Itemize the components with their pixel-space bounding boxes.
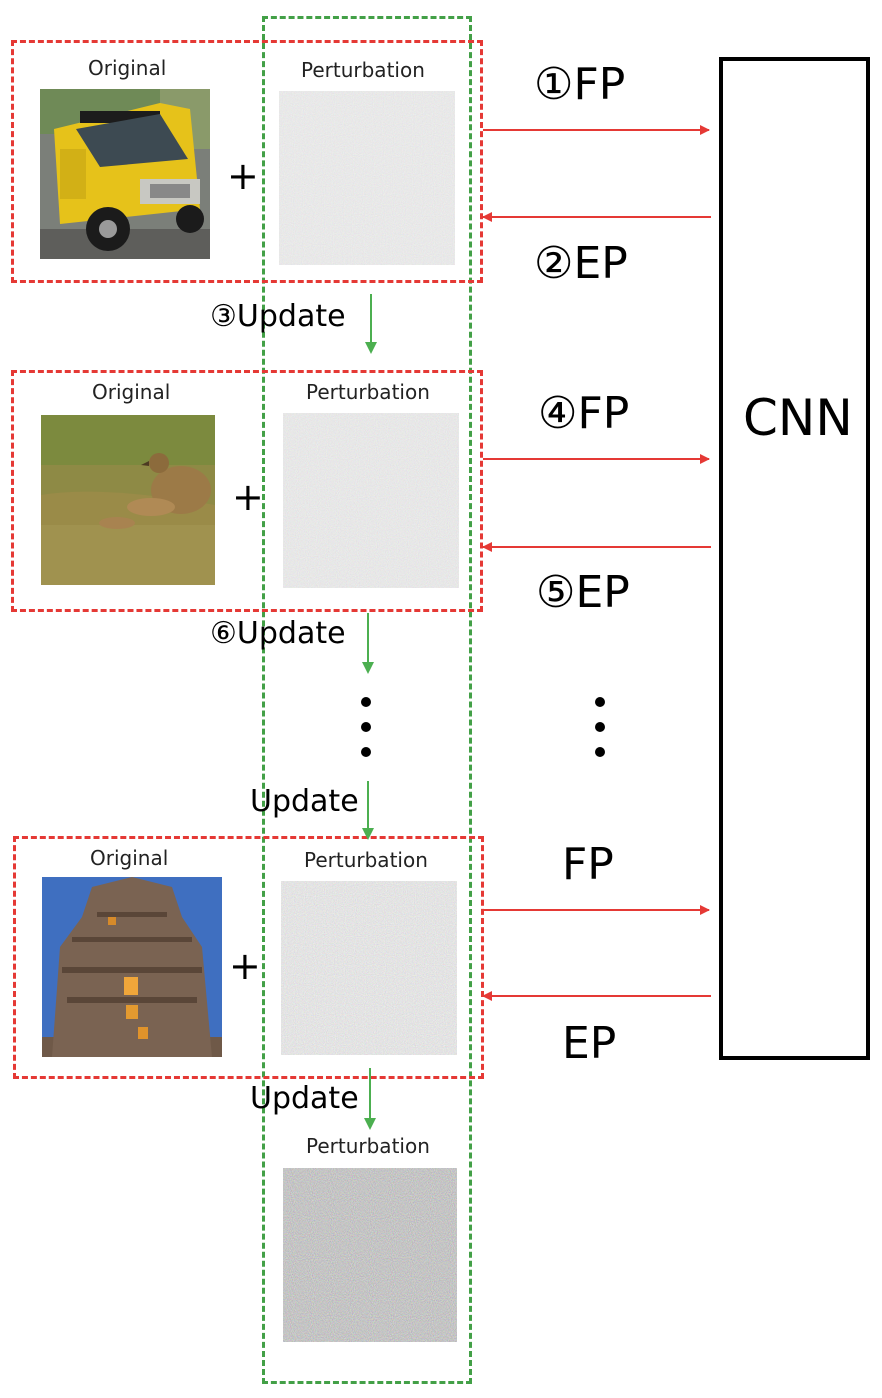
ellipsis-dot-left-2 <box>361 722 371 732</box>
error-propagation-3-label: EP <box>562 1018 617 1069</box>
final-perturbation-label: Perturbation <box>306 1134 430 1158</box>
row-1-frame <box>11 40 483 283</box>
ellipsis-dot-left-1 <box>361 697 371 707</box>
ellipsis-dot-right-1 <box>595 697 605 707</box>
row-1-original-label: Original <box>88 56 167 80</box>
ellipsis-dot-left-3 <box>361 747 371 757</box>
temple-tower-image <box>42 877 222 1057</box>
row-3-plus-sign: + <box>229 944 261 988</box>
row-1-perturbation-image <box>279 91 455 265</box>
row-1-plus-sign: + <box>227 154 259 198</box>
row-2-perturbation-label: Perturbation <box>306 380 430 404</box>
final-perturbation-image <box>283 1168 457 1342</box>
school-bus-image <box>40 89 210 259</box>
update-2-label: ⑥Update <box>210 616 346 651</box>
update-1-label: ③Update <box>210 299 346 334</box>
row-3-perturbation-label: Perturbation <box>304 848 428 872</box>
ellipsis-dot-right-2 <box>595 722 605 732</box>
cnn-box <box>719 57 870 1060</box>
row-2-plus-sign: + <box>232 475 264 519</box>
forward-pass-3-label: FP <box>562 839 614 890</box>
row-2-frame <box>11 370 483 612</box>
row-2-original-label: Original <box>92 380 171 404</box>
bird-on-grass-image <box>41 415 215 585</box>
row-1-perturbation-label: Perturbation <box>301 58 425 82</box>
forward-pass-1-label: ①FP <box>534 59 626 110</box>
update-middle-label: Update <box>250 784 359 819</box>
error-propagation-1-label: ②EP <box>534 238 628 289</box>
ellipsis-dot-right-3 <box>595 747 605 757</box>
update-3-label: Update <box>250 1081 359 1116</box>
update-1-number: ③ <box>210 299 237 334</box>
error-propagation-2-label: ⑤EP <box>536 567 630 618</box>
update-2-number: ⑥ <box>210 616 237 651</box>
row-3-original-label: Original <box>90 846 169 870</box>
row-3-perturbation-image <box>281 881 457 1055</box>
cnn-label: CNN <box>743 389 853 447</box>
row-3-frame <box>13 836 484 1079</box>
perturbation-column-frame <box>262 16 472 1384</box>
forward-pass-2-label: ④FP <box>538 388 630 439</box>
row-2-perturbation-image <box>283 413 459 588</box>
